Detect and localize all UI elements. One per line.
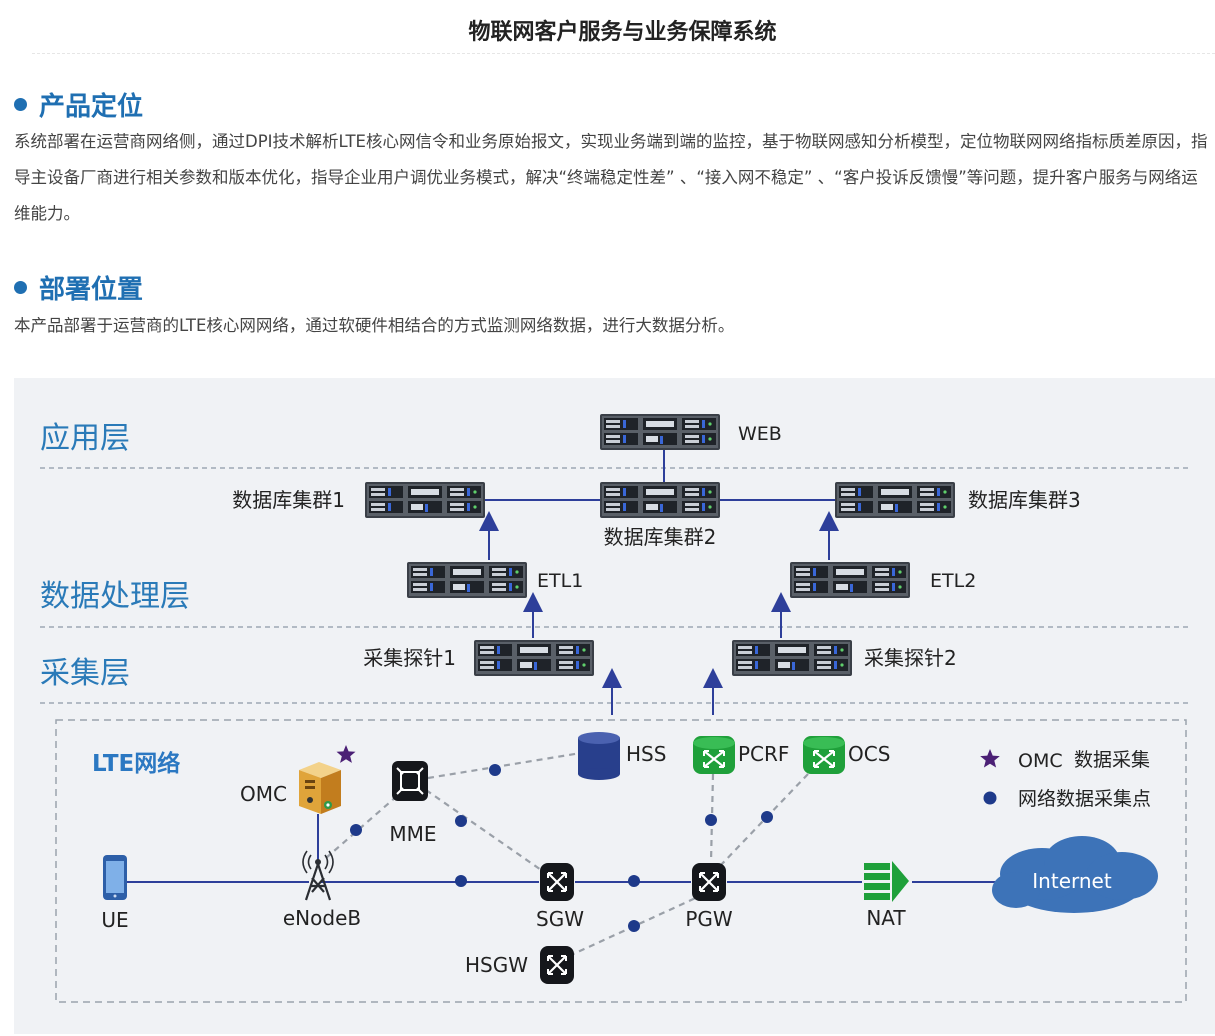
- server-db3: [835, 482, 955, 518]
- node-label-internet: Internet: [1032, 869, 1112, 893]
- section-heading-text: 部署位置: [39, 275, 144, 305]
- server-label-db1: 数据库集群1: [232, 488, 345, 512]
- collection-point: [628, 920, 640, 932]
- layer-label-collection: 采集层: [40, 656, 130, 691]
- server-label-etl2: ETL2: [930, 570, 976, 592]
- lte-network-title: LTE网络: [92, 750, 180, 777]
- server-etl2: [790, 562, 910, 598]
- sgw-router-icon: [538, 861, 576, 903]
- section-body-positioning: 系统部署在运营商网络侧，通过DPI技术解析LTE核心网信令和业务原始报文，实现业…: [14, 132, 1208, 223]
- node-label-nat: NAT: [866, 906, 906, 930]
- bullet-icon: [14, 98, 27, 111]
- node-label-enodeb: eNodeB: [283, 906, 361, 930]
- server-probe1: [474, 640, 594, 676]
- pcrf-router-icon: [691, 734, 737, 776]
- server-label-db2: 数据库集群2: [604, 525, 717, 549]
- collection-point: [628, 875, 640, 887]
- section-body-deployment: 本产品部署于运营商的LTE核心网网络，通过软硬件相结合的方式监测网络数据，进行大…: [14, 316, 735, 335]
- layer-label-application: 应用层: [40, 421, 130, 456]
- section-heading-text: 产品定位: [39, 92, 144, 122]
- server-label-etl1: ETL1: [537, 570, 583, 592]
- pgw-router-icon: [690, 861, 728, 903]
- database-icon: [578, 732, 620, 780]
- node-label-sgw: SGW: [536, 907, 584, 931]
- star-icon: [336, 745, 356, 763]
- collection-point: [761, 811, 773, 823]
- node-label-pgw: PGW: [685, 907, 733, 931]
- server-etl1: [407, 562, 527, 598]
- title-divider: [32, 53, 1215, 54]
- layer-label-processing: 数据处理层: [40, 579, 190, 614]
- server-label-db3: 数据库集群3: [968, 488, 1081, 512]
- node-label-hsgw: HSGW: [465, 953, 528, 977]
- node-label-ocs: OCS: [848, 742, 890, 766]
- hsgw-router-icon: [538, 944, 576, 986]
- collection-point: [489, 764, 501, 776]
- server-db2: [600, 482, 720, 518]
- section-heading-positioning: 产品定位: [14, 86, 143, 123]
- link-mme-hss: [427, 751, 582, 780]
- ocs-router-icon: [801, 734, 847, 776]
- mme-switch-icon: [392, 761, 428, 801]
- nat-icon: [864, 861, 909, 902]
- link-mme-sgw: [425, 789, 545, 873]
- bullet-icon: [14, 281, 27, 294]
- server-label-probe2: 采集探针2: [864, 646, 957, 670]
- antenna-tower-icon: [302, 850, 334, 901]
- legend-star-icon: [980, 749, 1000, 768]
- link-enodeb-mme: [325, 795, 398, 859]
- link-hsgw-pgw: [568, 894, 701, 958]
- collection-point: [455, 875, 467, 887]
- legend-point-desc: 网络数据采集点: [1018, 788, 1151, 810]
- collection-point: [350, 824, 362, 836]
- legend-omc-label: OMC: [1018, 750, 1063, 772]
- collection-point: [705, 814, 717, 826]
- node-label-mme: MME: [389, 822, 436, 846]
- server-label-web: WEB: [738, 423, 782, 445]
- server-probe2: [732, 640, 852, 676]
- legend-omc-desc: 数据采集: [1074, 749, 1150, 771]
- node-label-ue: UE: [101, 908, 128, 932]
- server-label-probe1: 采集探针1: [363, 646, 456, 670]
- page-title: 物联网客户服务与业务保障系统: [468, 20, 777, 45]
- node-label-pcrf: PCRF: [738, 742, 789, 766]
- legend-point-icon: [983, 791, 997, 805]
- node-label-omc: OMC: [240, 782, 287, 806]
- omc-server-icon: [299, 762, 341, 814]
- lte-network-box: [55, 719, 1187, 1003]
- server-web: [600, 414, 720, 450]
- phone-icon: [103, 855, 127, 900]
- architecture-diagram: 应用层 数据处理层 采集层 WEB 数据库集群1 数据库集群2 数据库集群3 E…: [14, 378, 1215, 1034]
- server-db1: [365, 482, 485, 518]
- section-heading-deployment: 部署位置: [14, 269, 143, 306]
- collection-point: [455, 815, 467, 827]
- cloud-icon: [992, 836, 1158, 913]
- node-label-hss: HSS: [626, 742, 666, 766]
